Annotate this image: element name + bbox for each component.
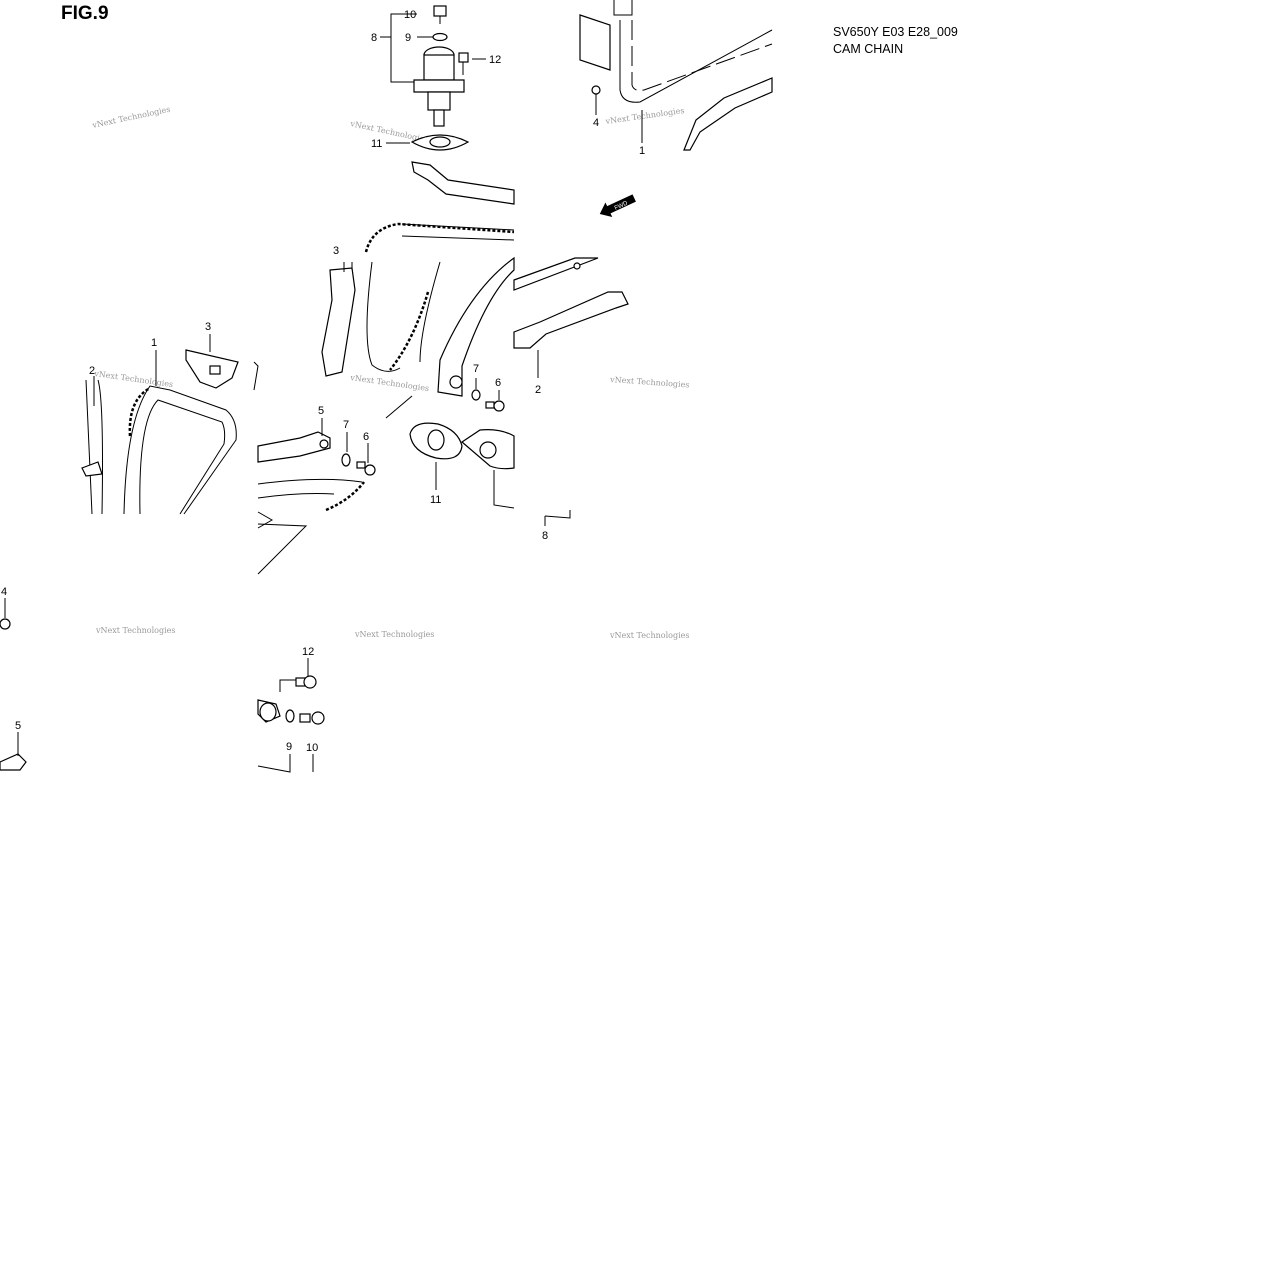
callout-c5-mid: 5 — [318, 405, 324, 417]
fwd-arrow-icon: FWD — [599, 194, 636, 218]
callout-c2-left: 2 — [89, 365, 95, 377]
fwd-label: FWD — [614, 200, 630, 211]
chain-middle — [321, 222, 515, 397]
callout-c12-low: 12 — [302, 646, 314, 658]
chain-left — [81, 334, 259, 515]
callout-c8-top: 8 — [371, 32, 377, 44]
callout-c6-right: 6 — [495, 377, 501, 389]
callout-c1-top: 1 — [639, 145, 645, 157]
guide-right-middle — [513, 257, 629, 378]
callout-c9-low: 9 — [286, 741, 292, 753]
callout-c11-mid: 11 — [430, 494, 441, 506]
bolt-4 — [591, 85, 601, 95]
callout-c7-mid: 7 — [343, 419, 349, 431]
bolt-group-right — [471, 378, 505, 412]
callout-c10-low: 10 — [306, 742, 318, 754]
lower-left-parts — [0, 598, 27, 771]
watermark: vNext Technologies — [609, 375, 690, 390]
watermark: vNext Technologies — [91, 105, 172, 131]
watermarks: vNext Technologies vNext Technologies vN… — [91, 105, 690, 640]
diagram-name: CAM CHAIN — [833, 42, 904, 56]
watermark: vNext Technologies — [354, 630, 434, 639]
callout-c4-top: 4 — [593, 117, 599, 129]
callout-c6-mid: 6 — [363, 431, 369, 443]
watermark: vNext Technologies — [95, 626, 175, 635]
callout-c8-mid: 8 — [542, 530, 548, 542]
lower-middle-parts — [257, 658, 325, 773]
figure-title: FIG.9 — [61, 3, 109, 24]
watermark: vNext Technologies — [349, 373, 430, 393]
callout-c3-left: 3 — [205, 321, 211, 333]
guide-arm-top — [411, 161, 515, 205]
callout-numbers: 10 9 8 12 11 4 1 3 3 1 2 7 6 2 5 7 6 11 … — [1, 9, 645, 754]
guide-2 — [513, 291, 629, 349]
callout-c11-top: 11 — [371, 138, 382, 150]
washer-9 — [432, 32, 448, 42]
guide-5 — [257, 431, 331, 463]
chain-guide-top-right — [579, 0, 773, 151]
callout-c4-left: 4 — [1, 586, 7, 598]
callout-c12-top: 12 — [489, 54, 501, 66]
callout-c1-left: 1 — [151, 337, 157, 349]
watermark: vNext Technologies — [609, 631, 689, 640]
chain-lower-middle — [257, 418, 376, 575]
callout-c5-left: 5 — [15, 720, 21, 732]
callout-c7-right: 7 — [473, 363, 479, 375]
callout-c2-right: 2 — [535, 384, 541, 396]
guide-3 — [321, 267, 356, 377]
callout-c9-top: 9 — [405, 32, 411, 44]
callout-c10-top: 10 — [404, 9, 416, 21]
tensioner-middle — [385, 395, 571, 526]
callout-c3-mid: 3 — [333, 245, 339, 257]
model-code: SV650Y E03 E28_009 — [833, 25, 958, 39]
bolt-10 — [433, 5, 447, 17]
watermark: vNext Technologies — [604, 106, 685, 126]
tensioner-assembly-top — [380, 5, 486, 151]
bolt-4-left — [0, 618, 11, 630]
watermark: vNext Technologies — [93, 369, 174, 389]
